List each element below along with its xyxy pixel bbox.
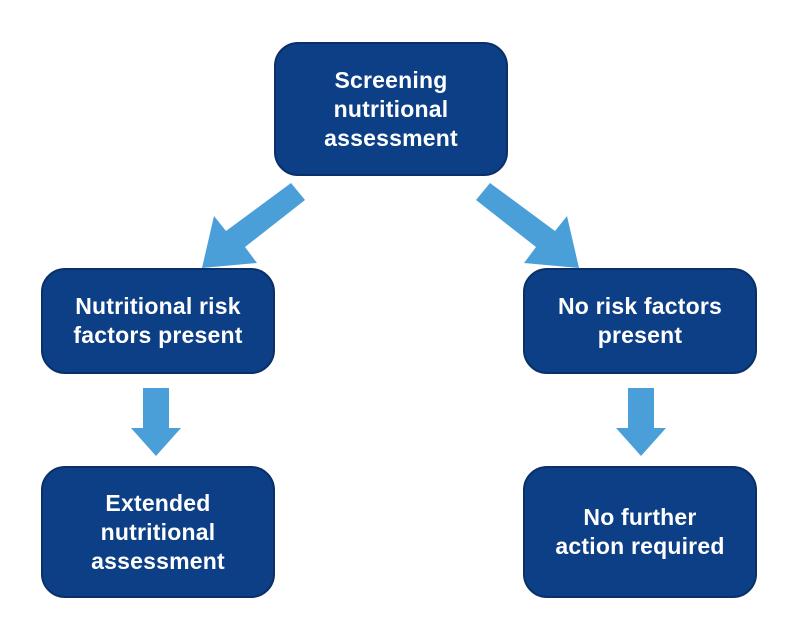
node-no-further-action-required: No further action required xyxy=(523,466,757,598)
arrow-to-extended xyxy=(131,388,181,456)
node-extended-nutritional-assessment: Extended nutritional assessment xyxy=(41,466,275,598)
arrow-to-no-action xyxy=(616,388,666,456)
node-screening-nutritional-assessment: Screening nutritional assessment xyxy=(274,42,508,176)
arrow-to-risk-present xyxy=(202,183,305,268)
node-no-risk-factors-present: No risk factors present xyxy=(523,268,757,374)
arrow-to-no-risk xyxy=(476,183,579,268)
node-nutritional-risk-factors-present: Nutritional risk factors present xyxy=(41,268,275,374)
